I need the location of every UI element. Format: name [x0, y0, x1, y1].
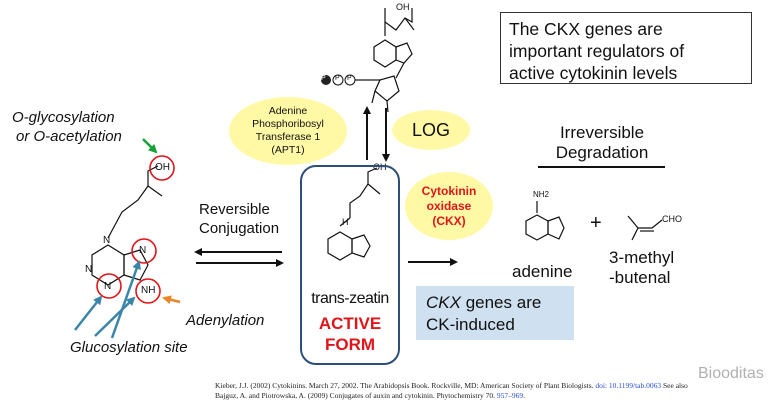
- conjugate-n3-label: N: [104, 281, 112, 292]
- reference-line-1-end: See also: [661, 381, 688, 390]
- conjugate-oh-label: OH: [155, 162, 170, 173]
- glycosylation-arrow: [142, 138, 158, 154]
- log-enzyme-ellipse: LOG: [392, 110, 470, 150]
- ck-induced-text: CK-induced: [426, 315, 515, 334]
- phosphate-label-3: P: [347, 75, 352, 82]
- degradation-heading: Irreversible Degradation: [540, 123, 664, 163]
- conjugate-n-label: N: [103, 235, 111, 246]
- degradation-line-1: Irreversible: [559, 123, 645, 142]
- apt1-enzyme-ellipse: Adenine Phosphoribosyl Transferase 1 (AP…: [229, 97, 347, 165]
- ckx-italic-text: CKX: [426, 293, 461, 312]
- log-label: LOG: [411, 119, 450, 140]
- reversible-line-2: Conjugation: [199, 220, 280, 237]
- methylbutenal-line-2: -butenal: [609, 268, 671, 287]
- info-box-line-3: active cytokinin levels: [509, 63, 678, 83]
- methylbutenal-molecule: [627, 215, 663, 241]
- ckx-line-3: (CKX): [432, 213, 466, 228]
- reference-line-1: Kieber, J.J. (2002) Cytokinins. March 27…: [215, 381, 596, 390]
- apt1-line-3: Transferase 1: [255, 131, 321, 143]
- active-form-label: ACTIVE FORM: [300, 313, 400, 355]
- reversible-line-1: Reversible: [199, 201, 270, 218]
- reference-doi-link[interactable]: doi: 10.1199/tab.0063: [595, 381, 662, 390]
- watermark: Biooditas: [698, 365, 764, 382]
- plus-sign: +: [590, 212, 602, 234]
- methylbutenal-line-1: 3-methyl: [609, 248, 675, 267]
- reversible-conjugation-label: Reversible Conjugation: [199, 200, 279, 238]
- degradation-line-2: Degradation: [555, 143, 649, 162]
- adenine-molecule: [525, 201, 565, 241]
- apt1-line-4: (APT1): [271, 144, 305, 156]
- glycosylation-line-1: O-glycosylation: [12, 109, 115, 126]
- trans-zeatin-label: trans-zeatin: [311, 290, 389, 307]
- adenylation-label: Adenylation: [186, 312, 265, 329]
- zeatin-conjugate-molecule: [91, 165, 163, 286]
- phosphate-label-2: P: [335, 75, 340, 82]
- glycosylation-line-2: or O-acetylation: [16, 128, 122, 145]
- phosphate-label-1: P: [321, 75, 326, 82]
- zeatin-oh-label: OH: [373, 162, 387, 172]
- info-box-line-2: important regulators of: [509, 41, 685, 61]
- reaction-arrows: [194, 106, 458, 267]
- conjugate-n7-label: N: [139, 245, 147, 256]
- glucosylation-arrow-2: [94, 296, 136, 337]
- reference-citation: Kieber, J.J. (2002) Cytokinins. March 27…: [215, 381, 760, 400]
- active-form-line-2: FORM: [324, 335, 376, 354]
- glucosylation-arrow-1: [74, 295, 103, 331]
- adenylation-arrow: [162, 295, 181, 305]
- glucosylation-label: Glucosylation site: [70, 339, 188, 356]
- glycosylation-label: O-glycosylation or O-acetylation: [12, 108, 122, 146]
- active-form-box: [300, 165, 400, 365]
- adenine-nh2-label: NH2: [533, 190, 550, 199]
- ckx-line-2: oxidase: [426, 198, 472, 213]
- nucleotide-molecule: [365, 8, 415, 113]
- apt1-line-2: Phosphoribosyl: [252, 118, 324, 130]
- adenine-label: adenine: [512, 262, 573, 281]
- conjugate-n1-label: N: [85, 264, 93, 275]
- apt1-line-1: Adenine: [268, 105, 308, 117]
- active-form-line-1: ACTIVE: [318, 314, 382, 333]
- trans-zeatin-molecule: [327, 167, 381, 261]
- zeatin-h-label: H: [342, 217, 349, 227]
- info-box-line-1: The CKX genes are: [509, 19, 663, 39]
- conjugation-site-circles: [96, 155, 175, 304]
- nucleotide-oh-label: OH: [396, 2, 410, 12]
- glucosylation-arrow-3: [110, 260, 141, 339]
- ckx-enzyme-ellipse: Cytokinin oxidase (CKX): [405, 172, 493, 240]
- info-box: The CKX genes are important regulators o…: [500, 12, 752, 84]
- cho-label: CHO: [662, 214, 682, 224]
- reference-pages-link[interactable]: 957–969: [496, 390, 524, 400]
- reference-line-2-end: .: [523, 390, 525, 400]
- ckx-line-1: Cytokinin: [421, 183, 477, 198]
- ckx-genes-text: genes are: [460, 293, 542, 312]
- methylbutenal-label: 3-methyl -butenal: [609, 248, 674, 288]
- phosphate-groups: [321, 74, 365, 86]
- reference-line-2: Bajguz, A. and Piotrowska, A. (2009) Con…: [215, 390, 497, 400]
- conjugate-nh-label: NH: [141, 285, 156, 296]
- ck-induced-box: CKX genes are CK-induced: [416, 286, 574, 340]
